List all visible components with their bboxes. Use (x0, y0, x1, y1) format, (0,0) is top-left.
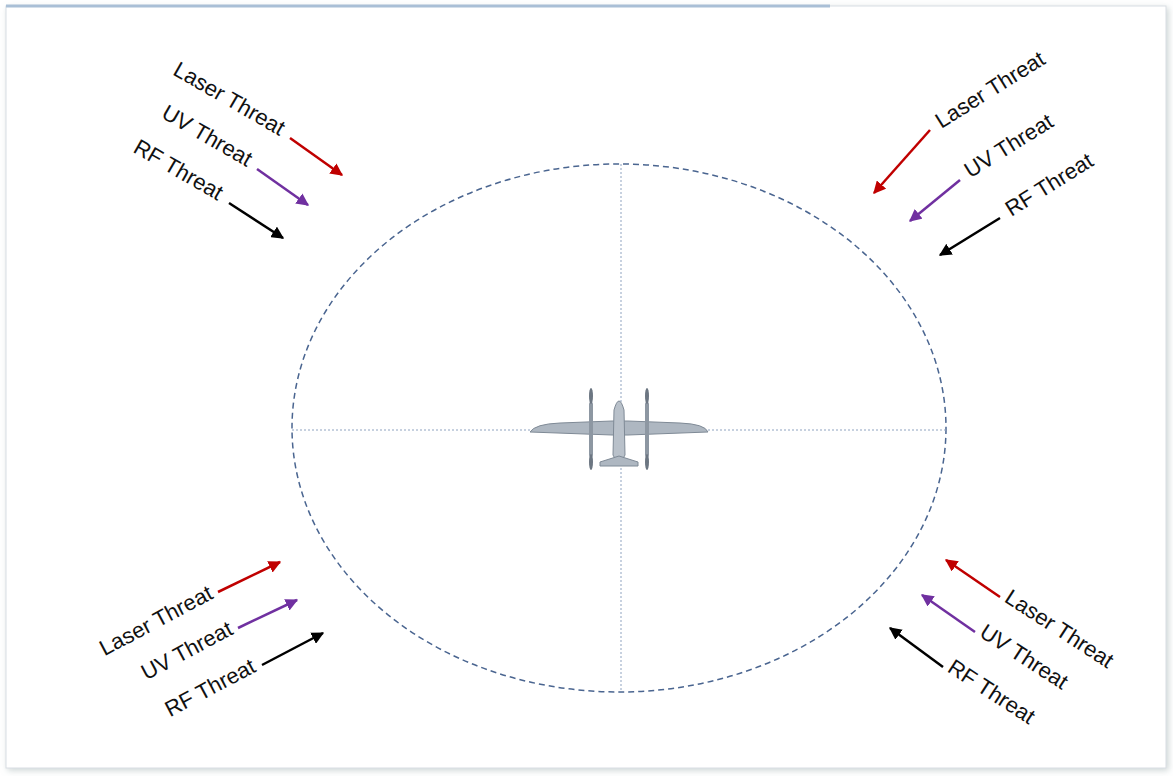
threat-label: UV Threat (961, 111, 1057, 183)
coverage-ellipse (292, 164, 946, 692)
threat-label: RF Threat (1001, 149, 1096, 220)
frame (6, 6, 1166, 768)
threat-arrows (218, 130, 1000, 667)
drone (530, 388, 708, 470)
frame-top (6, 5, 830, 8)
